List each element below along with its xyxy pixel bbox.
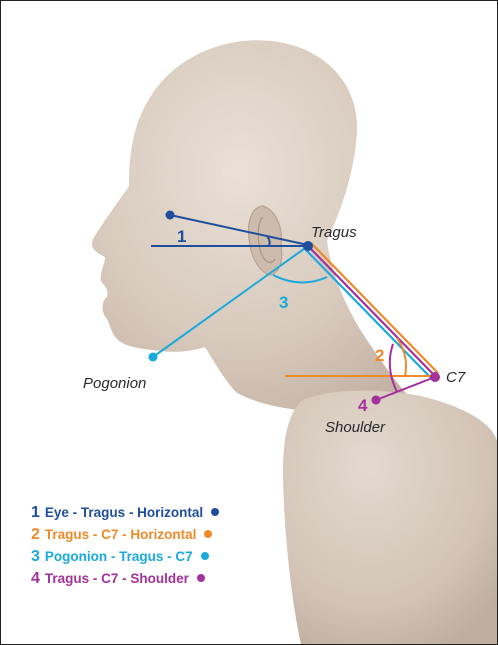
legend-dot bbox=[201, 552, 209, 560]
legend-text: Tragus - C7 - Shoulder bbox=[45, 571, 189, 586]
eye-point bbox=[166, 211, 175, 220]
legend-item-2: 2 Tragus - C7 - Horizontal bbox=[31, 526, 219, 548]
tragus-point bbox=[303, 241, 313, 251]
angle-number-4: 4 bbox=[358, 396, 368, 415]
c7-point bbox=[430, 372, 440, 382]
legend-number: 3 bbox=[31, 548, 40, 566]
legend-text: Eye - Tragus - Horizontal bbox=[45, 505, 203, 520]
legend-item-1: 1 Eye - Tragus - Horizontal bbox=[31, 504, 219, 526]
legend-number: 2 bbox=[31, 526, 40, 544]
legend-item-4: 4 Tragus - C7 - Shoulder bbox=[31, 570, 219, 592]
legend-number: 1 bbox=[31, 504, 40, 522]
legend-text: Tragus - C7 - Horizontal bbox=[45, 527, 197, 542]
pogonion-label: Pogonion bbox=[83, 375, 146, 392]
legend-text: Pogonion - Tragus - C7 bbox=[45, 549, 193, 564]
angle-number-2: 2 bbox=[375, 346, 384, 365]
shoulder-label: Shoulder bbox=[325, 419, 386, 436]
legend-dot bbox=[211, 508, 219, 516]
shoulder-point bbox=[372, 396, 381, 405]
legend-dot bbox=[197, 574, 205, 582]
angle-number-3: 3 bbox=[279, 293, 288, 312]
angle-number-1: 1 bbox=[177, 227, 186, 246]
legend-number: 4 bbox=[31, 570, 40, 588]
legend-dot bbox=[204, 530, 212, 538]
c7-label: C7 bbox=[446, 369, 466, 386]
tragus-label: Tragus bbox=[311, 224, 357, 241]
shoulder-silhouette bbox=[283, 391, 497, 644]
pogonion-point bbox=[149, 353, 158, 362]
legend-item-3: 3 Pogonion - Tragus - C7 bbox=[31, 548, 219, 570]
legend: 1 Eye - Tragus - Horizontal 2 Tragus - C… bbox=[31, 504, 219, 592]
